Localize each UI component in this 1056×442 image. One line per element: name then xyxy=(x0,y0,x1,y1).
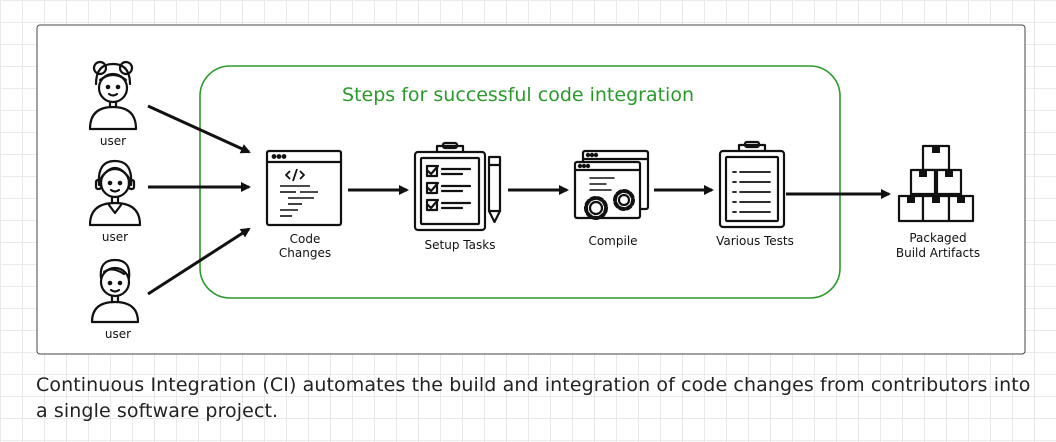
output-label: Packaged xyxy=(909,231,966,245)
caption: Continuous Integration (CI) automates th… xyxy=(36,374,1031,422)
steps-title: Steps for successful code integration xyxy=(342,84,694,106)
user-headset-icon xyxy=(88,159,142,227)
package-boxes-icon xyxy=(897,144,975,223)
code-window-icon xyxy=(265,149,343,227)
user-label: user xyxy=(105,327,131,341)
user-girl-icon xyxy=(88,60,138,131)
user-arrow xyxy=(147,227,251,296)
user-label: user xyxy=(100,134,126,148)
user-label: user xyxy=(102,230,128,244)
checklist-clipboard-icon xyxy=(413,141,502,232)
step-label: Compile xyxy=(588,234,637,248)
user-boy-icon xyxy=(90,258,140,324)
steps-container xyxy=(199,65,841,299)
user-arrow xyxy=(147,104,251,154)
output-label: Build Artifacts xyxy=(896,246,980,260)
step-label: Setup Tasks xyxy=(425,238,496,252)
step-label: Code xyxy=(290,232,321,246)
step-label: Various Tests xyxy=(716,234,794,248)
step-label: Changes xyxy=(279,246,331,260)
tests-clipboard-icon xyxy=(718,140,786,229)
compile-gears-icon xyxy=(573,149,650,220)
